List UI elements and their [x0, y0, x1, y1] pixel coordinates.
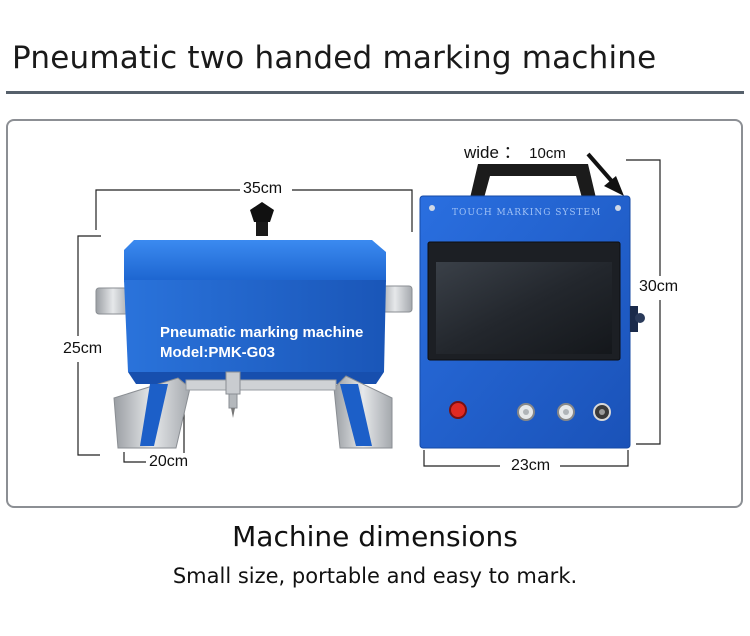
controller-height-dimension — [626, 159, 661, 445]
controller-width-dimension — [423, 450, 629, 467]
machine-height-dimension — [77, 235, 101, 456]
machine-depth-label: 20cm — [146, 453, 192, 471]
controller-header-text: TOUCH MARKING SYSTEM — [452, 208, 602, 218]
wide-prefix: wide ： — [464, 143, 521, 162]
caption-sub: Small size, portable and easy to mark. — [172, 564, 578, 588]
title-underline — [6, 91, 744, 94]
controller-wide-label: wide ： 10cm — [464, 138, 566, 163]
wide-value: 10cm — [529, 145, 566, 162]
side-knob — [630, 306, 645, 332]
machine-label-line2: Model:PMK-G03 — [160, 344, 276, 361]
caption-main: Machine dimensions — [232, 520, 518, 553]
machine-width-label: 35cm — [240, 180, 286, 198]
controller-width-label: 23cm — [508, 457, 554, 475]
marking-machine — [95, 202, 413, 449]
wide-pointer-arrow — [586, 152, 624, 196]
top-knob — [250, 202, 274, 236]
carry-handle — [470, 164, 596, 198]
machine-width-dimension — [95, 189, 413, 232]
machine-label-line1: Pneumatic marking machine — [160, 324, 364, 341]
machine-height-label: 25cm — [60, 340, 106, 358]
power-button — [449, 401, 467, 419]
controller-height-label: 30cm — [636, 278, 682, 296]
touch-display — [436, 262, 612, 354]
touch-controller — [419, 164, 645, 449]
page-title: Pneumatic two handed marking machine — [12, 40, 657, 76]
marking-needle — [225, 371, 241, 418]
